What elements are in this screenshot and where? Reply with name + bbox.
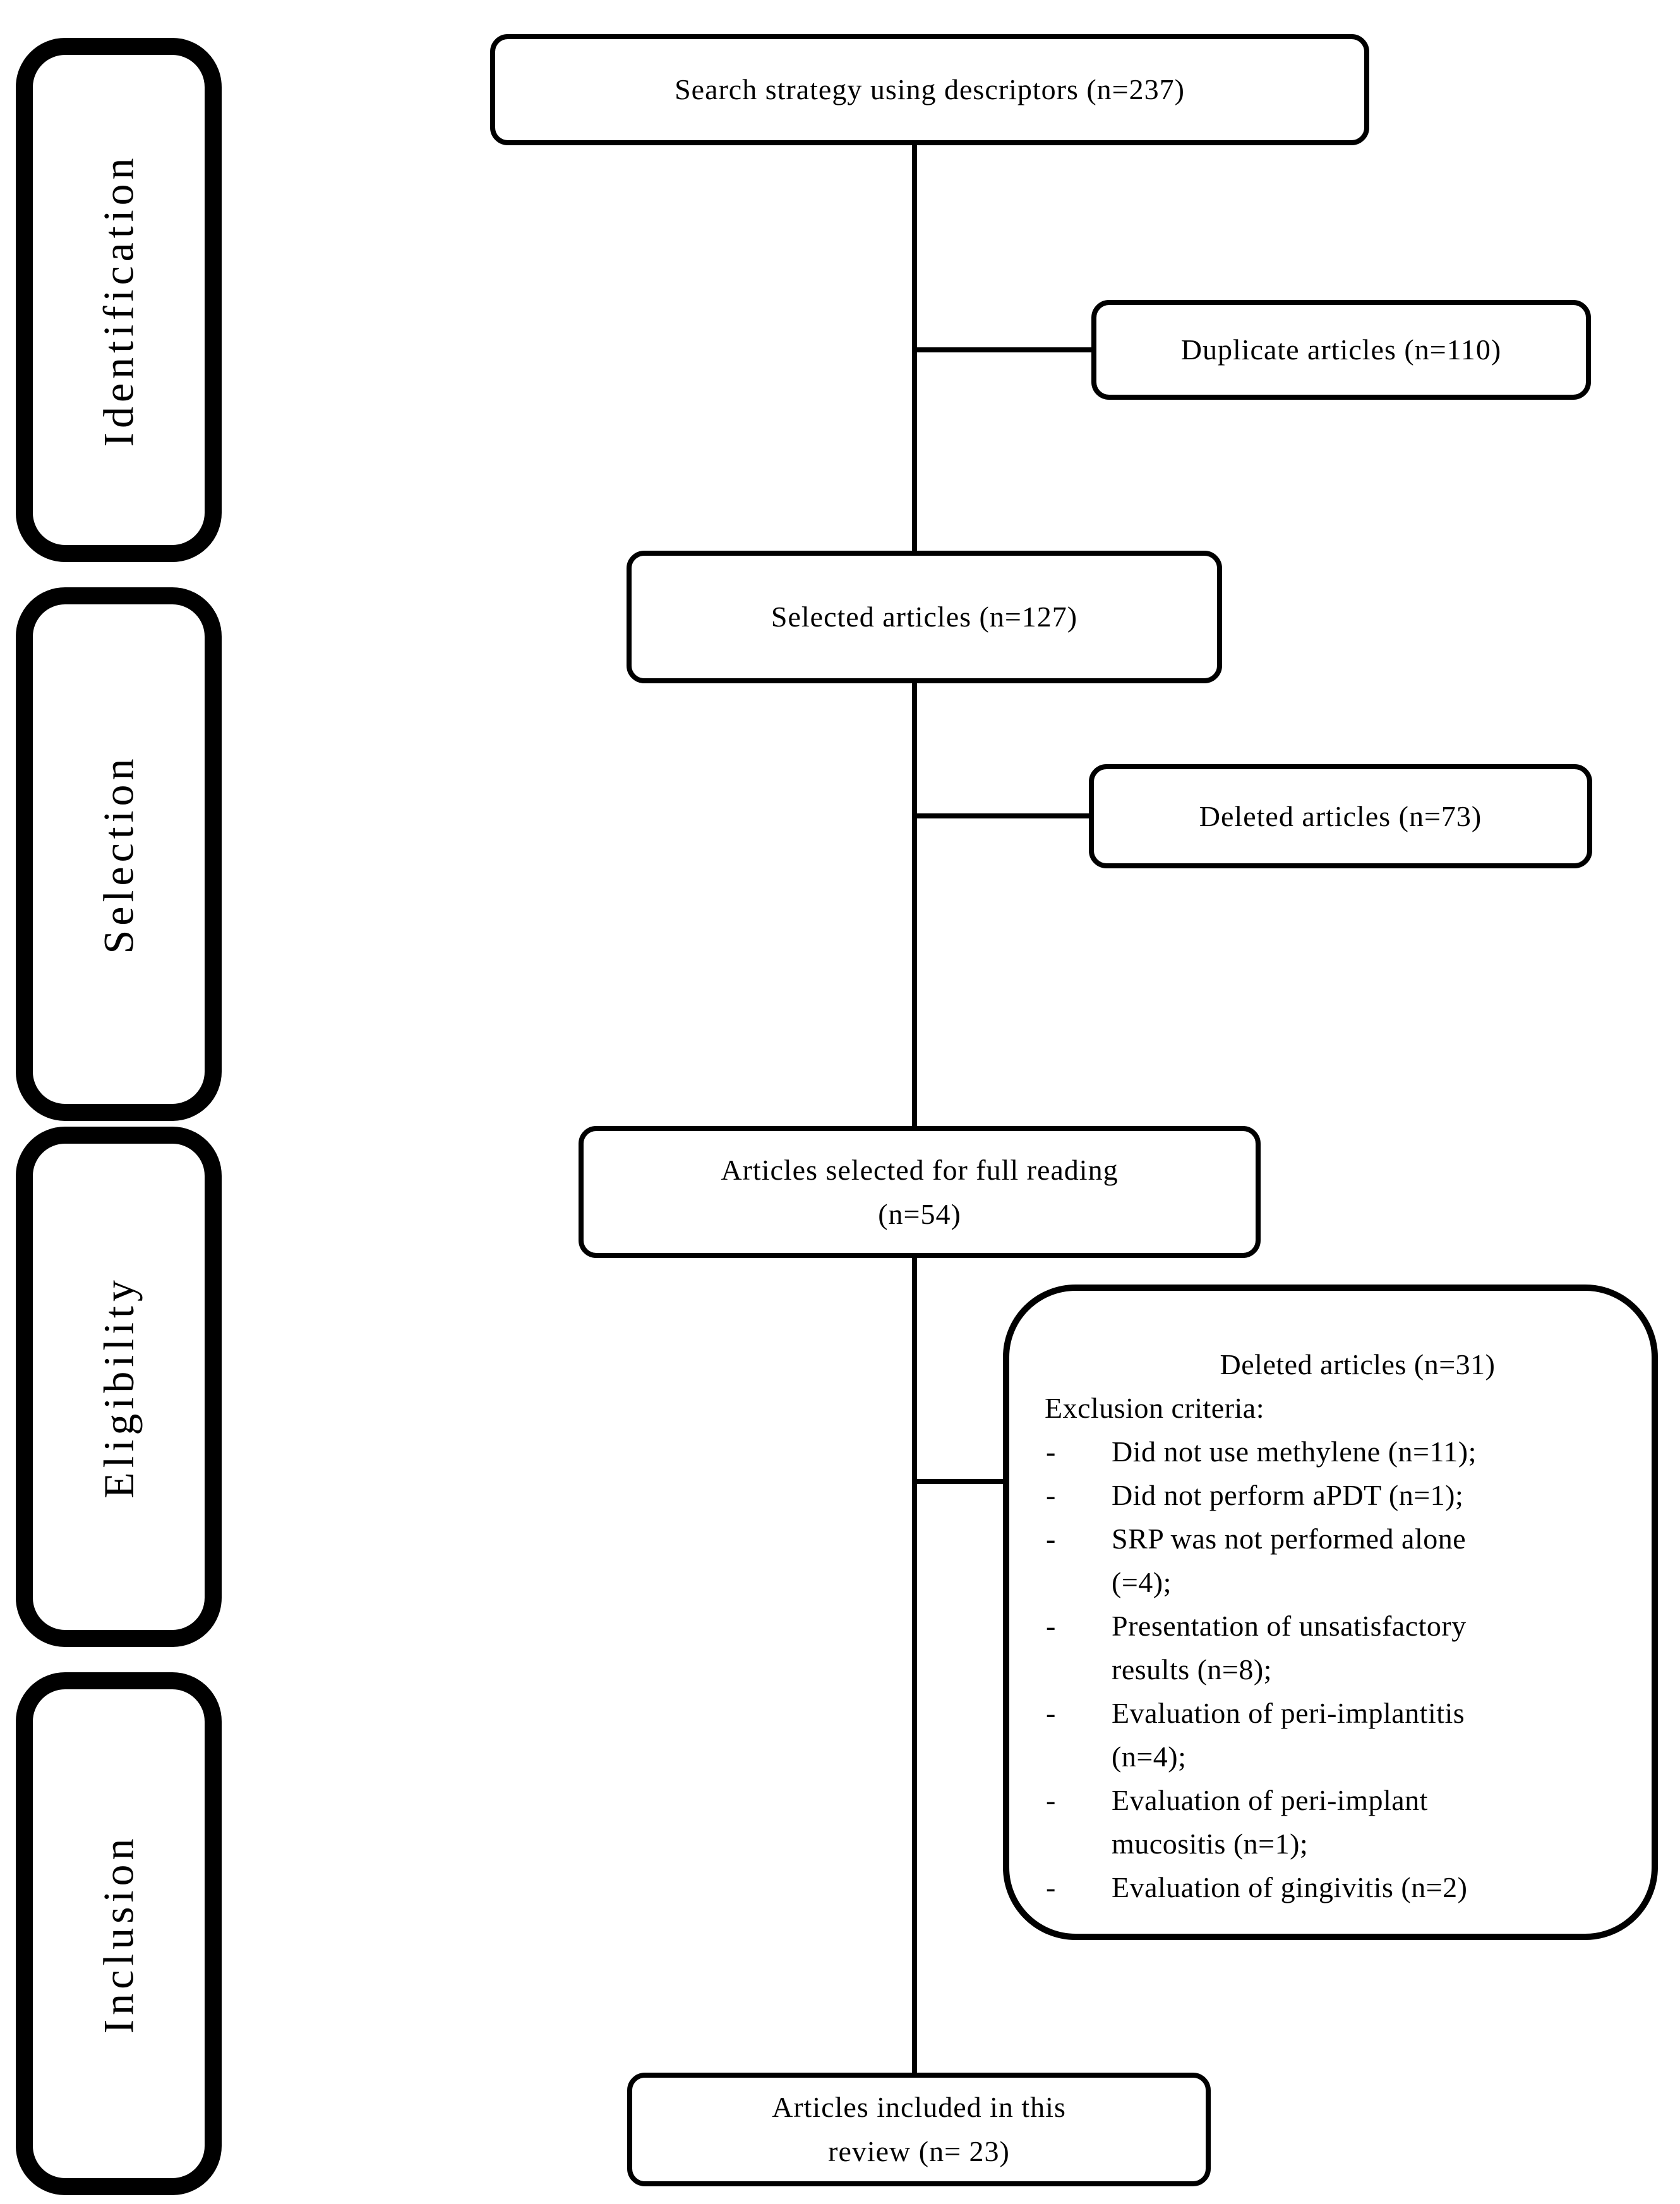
stage-box-inclusion: Inclusion <box>16 1672 222 2195</box>
flow-box-full-reading: Articles selected for full reading (n=54… <box>579 1126 1261 1258</box>
flow-box-full-reading-line1: Articles selected for full reading <box>721 1153 1119 1186</box>
flow-box-included-articles: Articles included in this review (n= 23) <box>627 2073 1211 2186</box>
stage-label-inclusion: Inclusion <box>94 1833 143 2034</box>
stage-box-selection: Selection <box>16 587 222 1121</box>
flow-box-selected-articles: Selected articles (n=127) <box>627 551 1222 683</box>
exclusion-item-line: results (n=8); <box>1112 1653 1272 1686</box>
flow-box-selected-articles-text: Selected articles (n=127) <box>771 601 1078 633</box>
exclusion-subtitle: Exclusion criteria: <box>1045 1392 1264 1424</box>
stage-box-identification: Identification <box>16 38 222 562</box>
flow-box-duplicate-articles: Duplicate articles (n=110) <box>1091 300 1591 400</box>
exclusion-item: - Evaluation of peri-implant mucositis (… <box>1045 1778 1626 1866</box>
exclusion-item-line: Evaluation of peri-implant <box>1112 1784 1428 1816</box>
exclusion-item-bullet: - <box>1046 1697 1056 1729</box>
flow-box-deleted-articles-text: Deleted articles (n=73) <box>1199 800 1482 832</box>
exclusion-item-line: Presentation of unsatisfactory <box>1112 1610 1467 1642</box>
stage-label-selection: Selection <box>94 754 143 954</box>
connector-horizontal-duplicate <box>914 347 1094 352</box>
flow-box-search-strategy-text: Search strategy using descriptors (n=237… <box>675 73 1185 105</box>
exclusion-item-line: SRP was not performed alone <box>1112 1523 1467 1555</box>
stage-label-identification: Identification <box>94 153 143 447</box>
connector-horizontal-deleted <box>914 813 1091 818</box>
exclusion-item: - SRP was not performed alone (=4); <box>1045 1517 1626 1604</box>
exclusion-item: - Evaluation of gingivitis (n=2) <box>1045 1866 1626 1909</box>
stage-box-eligibility: Eligibility <box>16 1127 222 1647</box>
flow-box-included-line2: review (n= 23) <box>828 2135 1010 2167</box>
exclusion-item-line: mucositis (n=1); <box>1112 1828 1309 1860</box>
exclusion-item-bullet: - <box>1046 1610 1056 1642</box>
exclusion-title: Deleted articles (n=31) <box>1220 1348 1496 1380</box>
exclusion-item: - Did not use methylene (n=11); <box>1045 1430 1626 1473</box>
exclusion-item-bullet: - <box>1046 1523 1056 1555</box>
exclusion-item-line: (n=4); <box>1112 1740 1187 1773</box>
exclusion-item-line: Did not use methylene (n=11); <box>1112 1435 1477 1468</box>
exclusion-item-line: (=4); <box>1112 1566 1172 1598</box>
flow-box-deleted-articles: Deleted articles (n=73) <box>1089 764 1592 868</box>
flow-box-full-reading-line2: (n=54) <box>878 1197 961 1230</box>
connector-vertical-main <box>912 144 917 2074</box>
exclusion-criteria-content: Deleted articles (n=31) Exclusion criter… <box>1009 1291 1652 1909</box>
exclusion-item-bullet: - <box>1046 1435 1056 1468</box>
exclusion-item-line: Evaluation of gingivitis (n=2) <box>1112 1871 1468 1903</box>
exclusion-item-line: Evaluation of peri-implantitis <box>1112 1697 1465 1729</box>
flow-box-exclusion-criteria: Deleted articles (n=31) Exclusion criter… <box>1003 1285 1658 1940</box>
exclusion-item-line: Did not perform aPDT (n=1); <box>1112 1479 1464 1511</box>
exclusion-item-bullet: - <box>1046 1871 1056 1903</box>
stage-label-eligibility: Eligibility <box>94 1275 143 1499</box>
exclusion-item: - Presentation of unsatisfactory results… <box>1045 1604 1626 1691</box>
exclusion-item: - Evaluation of peri-implantitis (n=4); <box>1045 1691 1626 1778</box>
flow-box-duplicate-articles-text: Duplicate articles (n=110) <box>1180 333 1502 366</box>
flow-box-included-line1: Articles included in this <box>772 2091 1066 2123</box>
exclusion-item: - Did not perform aPDT (n=1); <box>1045 1473 1626 1517</box>
connector-horizontal-exclusion <box>914 1479 1005 1484</box>
flow-box-search-strategy: Search strategy using descriptors (n=237… <box>490 34 1369 145</box>
exclusion-item-bullet: - <box>1046 1784 1056 1816</box>
exclusion-item-bullet: - <box>1046 1479 1056 1511</box>
